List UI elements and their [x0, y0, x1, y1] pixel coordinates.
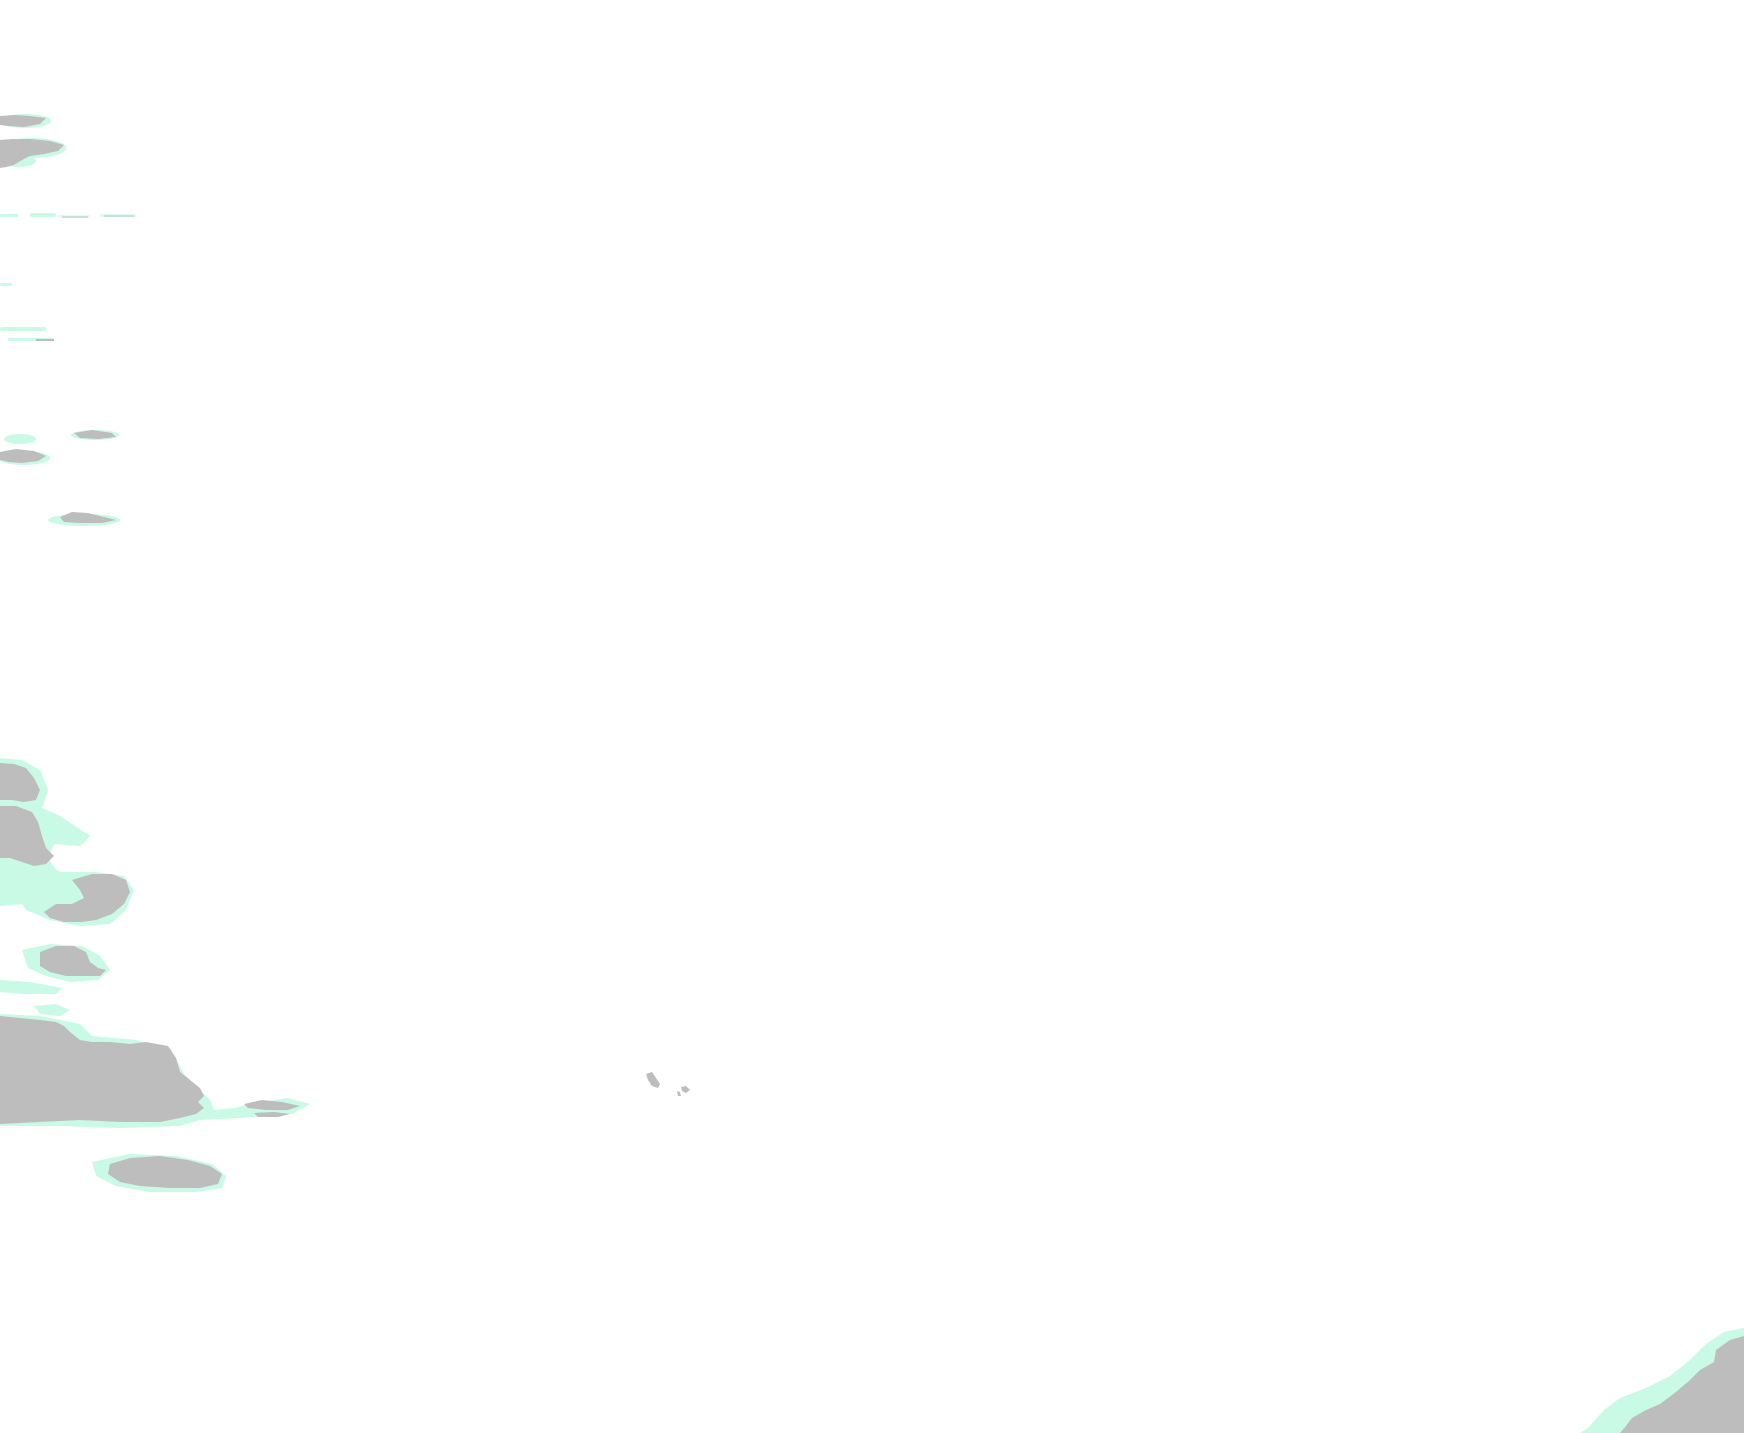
island — [44, 874, 130, 922]
island — [40, 946, 106, 976]
island — [0, 139, 64, 168]
island — [244, 1100, 300, 1110]
island — [0, 806, 54, 866]
island-cluster-west[interactable] — [0, 758, 310, 1192]
islets-north[interactable] — [0, 430, 120, 526]
reef-lines-northwest — [0, 213, 136, 341]
island — [254, 1112, 290, 1117]
island — [0, 763, 40, 802]
island — [108, 1156, 222, 1188]
landmass-southeast[interactable] — [1580, 1328, 1744, 1433]
islet-pair-center[interactable] — [646, 1072, 690, 1096]
island — [0, 1016, 204, 1124]
island — [0, 115, 46, 127]
island-cluster-northwest[interactable] — [0, 114, 66, 168]
